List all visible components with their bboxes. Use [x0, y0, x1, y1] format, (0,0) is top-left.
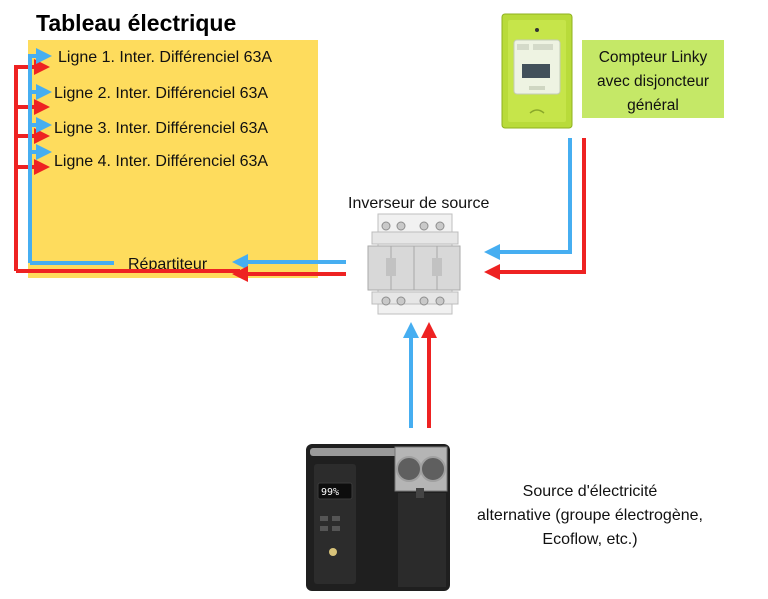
- source-switch-icon: [367, 213, 461, 315]
- diagram-title: Tableau électrique: [36, 10, 237, 36]
- linky-label-box: [582, 40, 724, 118]
- electrical-panel: [28, 40, 318, 278]
- repartiteur-label: Répartiteur: [128, 256, 208, 273]
- linky-label-line-2: avec disjoncteur: [596, 73, 709, 90]
- inverseur-label: Inverseur de source: [348, 195, 490, 212]
- panel-line-2: Ligne 2. Inter. Différenciel 63A: [54, 85, 269, 102]
- linky-meter-icon: [501, 13, 573, 129]
- source-label-line-3: Ecoflow, etc.): [542, 531, 638, 548]
- linky-label-line-1: Compteur Linky: [598, 49, 708, 66]
- source-label-line-1: Source d'électricité: [522, 483, 658, 500]
- source-label: Source d'électricité alternative (groupe…: [455, 480, 725, 552]
- panel-line-3: Ligne 3. Inter. Différenciel 63A: [54, 120, 269, 137]
- generator-display: 99%: [321, 487, 339, 498]
- linky-label-line-3: général: [627, 97, 679, 114]
- panel-line-4: Ligne 4. Inter. Différenciel 63A: [54, 153, 269, 170]
- linky-label: Compteur Linky avec disjoncteur général: [582, 46, 724, 118]
- portable-power-station-icon: 99%: [306, 444, 450, 591]
- source-label-line-2: alternative (groupe électrogène,: [477, 507, 703, 524]
- panel-line-1: Ligne 1. Inter. Différenciel 63A: [58, 49, 273, 66]
